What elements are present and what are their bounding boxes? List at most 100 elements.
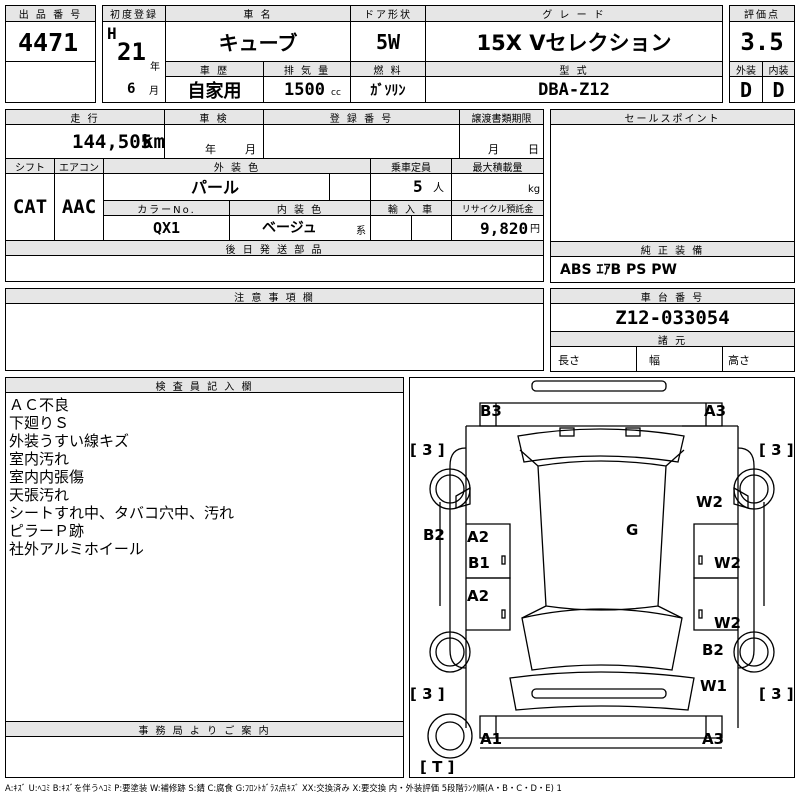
length-label: 長さ <box>558 354 580 367</box>
displacement: 1500 <box>284 80 325 100</box>
aircon-cell: AAC <box>54 173 104 241</box>
color-number-cell: QX1 <box>103 215 230 241</box>
equipment-cell: ABS ｴｱB PS PW <box>550 256 795 283</box>
interior-color-cell: ベージュ 系 <box>229 215 371 241</box>
car-name: キューブ <box>218 31 298 55</box>
score: 3.5 <box>740 27 784 56</box>
caution-cell <box>5 303 544 371</box>
car-diagram-frame: B3 A3 [ 3 ] [ 3 ] W2 G B2 A2 B1 A2 W2 W2… <box>409 377 795 778</box>
fuel: ｶﾞｿﾘﾝ <box>370 82 406 99</box>
transfer-day-unit: 日 <box>528 143 539 156</box>
displacement-unit: cc <box>331 88 341 98</box>
import-cell-2 <box>411 215 452 241</box>
specs-dims-label: 諸 元 <box>550 331 795 347</box>
chassis-cell: Z12-033054 <box>550 303 795 332</box>
mark-left-rear-quarter: B2 <box>423 526 445 544</box>
chassis-label: 車 台 番 号 <box>550 288 795 304</box>
aircon-value: AAC <box>61 196 97 218</box>
inspector-notes: ＡＣ不良 下廻りＳ 外装うすい線キズ 室内汚れ 室内内張傷 天張汚れ シートすれ… <box>9 396 234 558</box>
exterior-score-label: 外装 <box>729 61 763 77</box>
first-registration-label: 初度登録 <box>102 5 166 22</box>
fuel-label: 燃 料 <box>350 61 426 77</box>
inspection-label: 車 検 <box>164 109 264 125</box>
transfer-month-unit: 月 <box>488 143 499 156</box>
registration-number-cell <box>263 124 460 159</box>
mark-spare: [ T ] <box>420 758 454 776</box>
interior-score: D <box>772 77 785 102</box>
chassis-number: Z12-033054 <box>615 306 730 329</box>
capacity-label: 乗車定員 <box>370 158 452 174</box>
interior-color: ベージュ <box>262 220 317 236</box>
lot-number-cell: 4471 <box>5 21 96 62</box>
mark-left-sill: B1 <box>468 554 490 572</box>
mark-left-rear-door: A2 <box>467 528 489 546</box>
interior-score-cell: D <box>762 76 795 103</box>
mark-front-left: A1 <box>480 730 502 748</box>
import-cell <box>370 215 412 241</box>
later-parts-label: 後 日 発 送 部 品 <box>5 240 544 256</box>
mark-tire-front-left: [ 3 ] <box>410 685 445 703</box>
interior-score-label: 内装 <box>762 61 795 77</box>
recycle-fee-cell: 9,820 円 <box>451 215 544 241</box>
recycle-fee-label: リサイクル預託金 <box>451 200 544 216</box>
inspector-note: 外装うすい線キズ <box>9 432 130 450</box>
displacement-cell: 1500 cc <box>263 76 351 103</box>
exterior-color-cell: パール <box>103 173 330 201</box>
displacement-label: 排 気 量 <box>263 61 351 77</box>
mark-rear-left: B3 <box>480 402 502 420</box>
import-label: 輸 入 車 <box>370 200 452 216</box>
lot-number-label: 出 品 番 号 <box>5 5 96 22</box>
mileage-cell: 144,505 km <box>5 124 165 159</box>
height-label: 高さ <box>728 354 750 367</box>
car-body-diagram: B3 A3 [ 3 ] [ 3 ] W2 G B2 A2 B1 A2 W2 W2… <box>410 380 794 776</box>
shift-label: シフト <box>5 158 55 174</box>
recycle-fee-unit: 円 <box>530 224 540 235</box>
max-load-label: 最大積載量 <box>451 158 544 174</box>
inspector-note: 室内汚れ <box>9 450 70 468</box>
exterior-color-label: 外 装 色 <box>103 158 371 174</box>
inspection-year-unit: 年 <box>205 143 216 156</box>
mark-rear-right: A3 <box>704 402 726 420</box>
inspector-label: 検 査 員 記 入 欄 <box>5 377 404 393</box>
model-label: 型 式 <box>425 61 723 77</box>
registration-year: 21 <box>117 38 146 66</box>
inspector-note: 天張汚れ <box>9 486 70 504</box>
mark-roof: G <box>626 521 638 539</box>
registration-month: 6 <box>127 81 136 97</box>
office-notice-cell <box>5 736 404 778</box>
shift-cell: CAT <box>5 173 55 241</box>
exterior-color: パール <box>191 178 240 197</box>
interior-color-suffix: 系 <box>356 226 366 237</box>
color-number: QX1 <box>152 219 181 237</box>
month-unit: 月 <box>149 86 159 97</box>
mark-front-right: A3 <box>702 730 724 748</box>
later-parts-cell <box>5 255 544 282</box>
fuel-cell: ｶﾞｿﾘﾝ <box>350 76 426 103</box>
caution-label: 注 意 事 項 欄 <box>5 288 544 304</box>
history-cell: 自家用 <box>165 76 264 103</box>
aircon-label: エアコン <box>54 158 104 174</box>
inspection-month-unit: 月 <box>245 143 256 156</box>
history: 自家用 <box>187 80 242 102</box>
grade-cell: 15X Vセレクション <box>425 21 723 62</box>
exterior-color-extra-cell <box>329 173 371 201</box>
width-cell: 幅 <box>636 346 723 372</box>
mark-left-front-door: A2 <box>467 587 489 605</box>
mileage-unit: km <box>142 131 165 153</box>
door-type-cell: 5W <box>350 21 426 62</box>
office-notice-label: 事 務 局 よ り ご 案 内 <box>5 721 404 737</box>
mark-right-front-door: W2 <box>714 614 741 632</box>
height-cell: 高さ <box>722 346 795 372</box>
mark-right-rear-door: W2 <box>714 554 741 572</box>
first-registration-cell: H 21 年 6 月 <box>102 21 166 103</box>
capacity-cell: 5 人 <box>370 173 452 201</box>
era: H <box>107 24 117 43</box>
inspector-note: 社外アルミホイール <box>9 540 144 558</box>
width-label: 幅 <box>649 354 660 367</box>
door-type: 5W <box>375 29 401 54</box>
color-number-label: カラーNo. <box>103 200 230 216</box>
mark-tire-front-right: [ 3 ] <box>759 685 794 703</box>
equipment: ABS ｴｱB PS PW <box>560 262 677 278</box>
capacity: 5 <box>413 177 423 196</box>
exterior-score: D <box>739 77 753 102</box>
